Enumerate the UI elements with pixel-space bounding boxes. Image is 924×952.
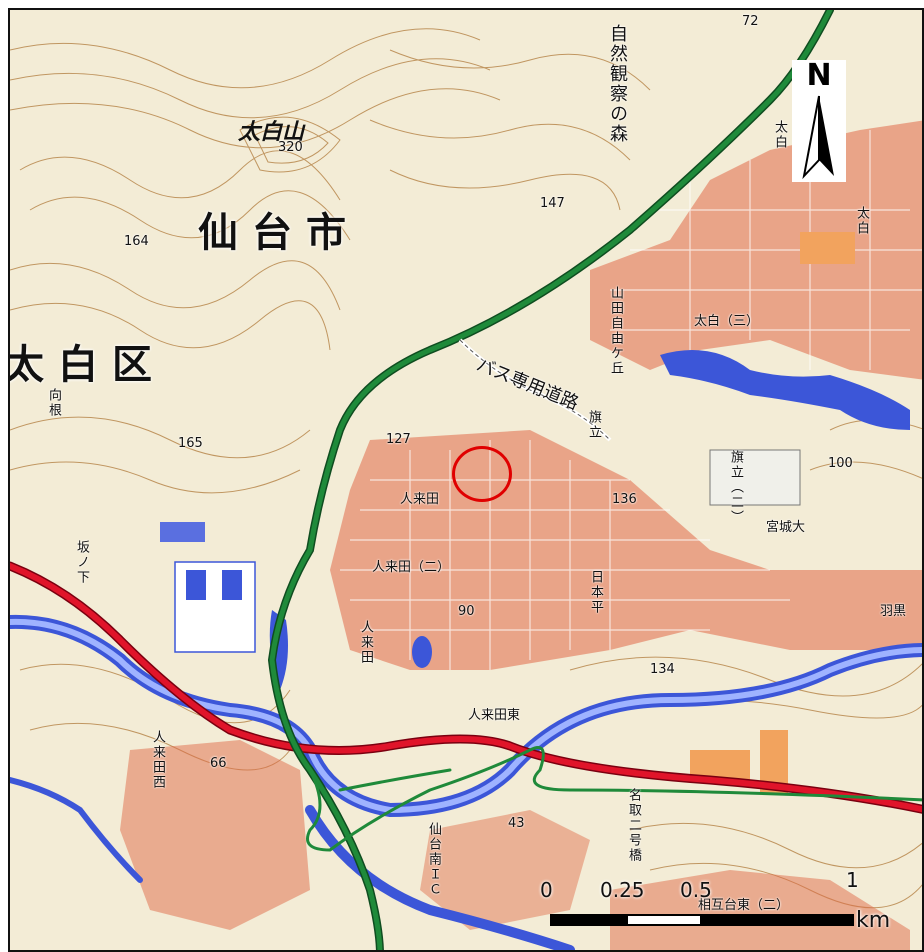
taihaku-top-label: 太白	[772, 120, 787, 150]
scale-unit: km	[856, 908, 891, 933]
taihaku-east-label: 太白	[854, 206, 869, 236]
north-label: N	[806, 58, 832, 93]
expressway	[267, 10, 922, 950]
nature-park-label: 自然観察の森	[607, 24, 628, 144]
hitokita-2-label: 人来田（二）	[372, 560, 451, 575]
scale-segment-1	[550, 914, 626, 926]
scale-segment-2	[626, 914, 702, 926]
miyagi-univ-label: 宮城大	[766, 520, 806, 535]
sakanoshita-label: 坂ノ下	[74, 540, 89, 585]
hitokita-east-label: 人来田東	[468, 708, 521, 723]
elevation-136: 136	[612, 492, 637, 507]
sendai-minami-ic-label: 仙台南ＩＣ	[426, 822, 441, 897]
aikodai-east-label: 相互台東（二）	[698, 898, 790, 913]
scale-bar: 0 0.25 0.5 1 km	[540, 868, 890, 938]
nihondaira-label: 日本平	[588, 570, 603, 615]
scale-tick-025: 0.25	[600, 878, 645, 902]
scale-segment-3	[702, 914, 854, 926]
yamada-label: 山田自由ケ丘	[608, 286, 623, 376]
rivers	[10, 614, 922, 950]
city-label: 仙台市	[198, 210, 360, 256]
hagurodai-label: 羽黒	[880, 604, 907, 619]
elevation-90: 90	[458, 604, 475, 619]
hitokita-mid-label: 人来田	[358, 620, 373, 665]
topographic-map[interactable]: 仙台市 太白区 太白山 320 自然観察の森 バス専用道路 山田自由ケ丘 太白（…	[8, 8, 924, 952]
elevation-72: 72	[742, 14, 759, 29]
mukaine-label: 向根	[46, 388, 61, 418]
contour-lines	[10, 28, 922, 909]
site-location-marker[interactable]	[452, 446, 512, 502]
hitokita-west-label: 人来田西	[150, 730, 165, 790]
elevation-100: 100	[828, 456, 853, 471]
hatatate-label: 旗立	[586, 410, 601, 440]
mountain-label: 太白山	[238, 119, 305, 145]
elevation-147: 147	[540, 196, 565, 211]
hitokita-top-label: 人来田	[400, 492, 440, 507]
natori-bridge-label: 名取二号橋	[626, 788, 641, 863]
elevation-165: 165	[178, 436, 203, 451]
scale-tick-1: 1	[846, 868, 859, 892]
hatatate-2-label: 旗立（二）	[728, 450, 743, 525]
scale-tick-0: 0	[540, 878, 553, 902]
taihaku-3-label: 太白（三）	[694, 314, 760, 329]
elevation-43: 43	[508, 816, 525, 831]
elevation-66: 66	[210, 756, 227, 771]
national-road	[10, 561, 922, 814]
school-blocks	[160, 232, 855, 794]
map-canvas	[10, 10, 922, 950]
mountain-elevation: 320	[278, 140, 303, 155]
ward-label: 太白区	[8, 342, 166, 388]
elevation-134: 134	[650, 662, 675, 677]
north-arrow: N	[792, 58, 846, 182]
elevation-164: 164	[124, 234, 149, 249]
north-arrow-icon	[802, 95, 834, 180]
elevation-127: 127	[386, 432, 411, 447]
scale-tick-05: 0.5	[680, 878, 712, 902]
